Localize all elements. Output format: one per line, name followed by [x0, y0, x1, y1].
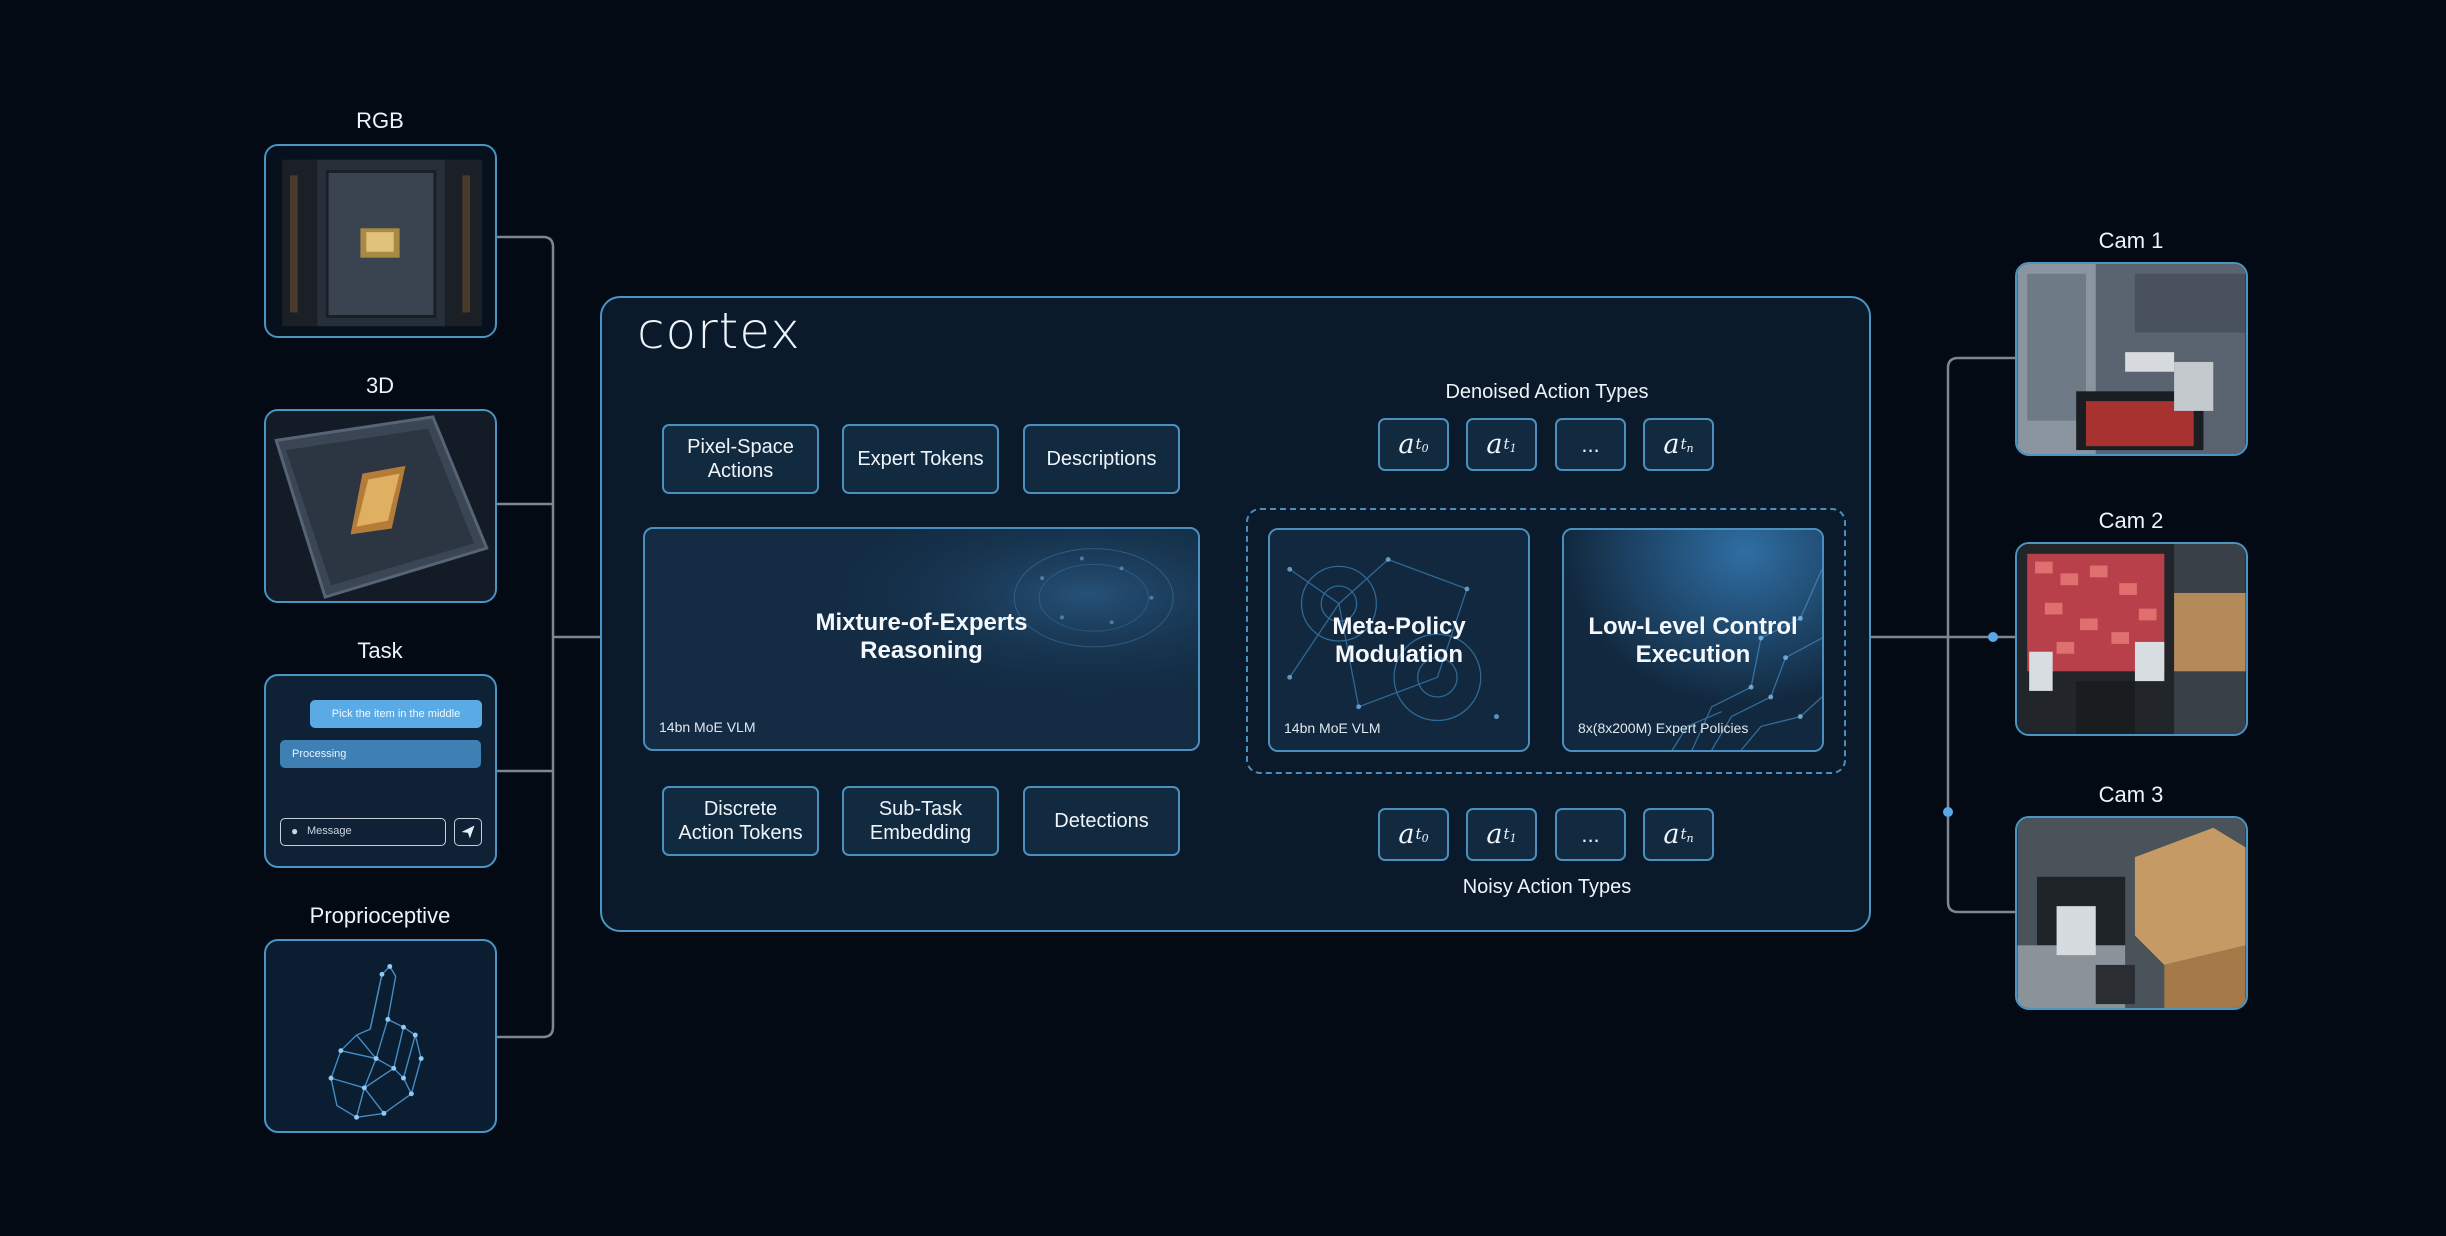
- meta-policy-title: Meta-Policy Modulation: [1332, 613, 1466, 668]
- cortex-logo: cortex: [637, 302, 801, 360]
- expert-tokens-box: Expert Tokens: [842, 424, 999, 494]
- descriptions-box: Descriptions: [1023, 424, 1180, 494]
- 3d-label: 3D: [365, 373, 395, 398]
- send-button[interactable]: [454, 818, 482, 846]
- proprioceptive-image: [264, 939, 497, 1133]
- rgb-image: [264, 144, 497, 338]
- noisy-action-types-label: Noisy Action Types: [1462, 876, 1632, 898]
- cam1-image: [2015, 262, 2248, 456]
- message-placeholder: Message: [307, 825, 352, 837]
- cam3-image: [2015, 816, 2248, 1010]
- chat-user-message: Pick the item in the middle: [310, 700, 482, 728]
- low-level-control-subtitle: 8x(8x200M) Expert Policies: [1578, 720, 1749, 736]
- 3d-image: [264, 409, 497, 603]
- gear-network-graphic: [1270, 530, 1528, 750]
- mixture-of-experts-box: Mixture-of-Experts Reasoning 14bn MoE VL…: [643, 527, 1200, 751]
- moe-title: Mixture-of-Experts Reasoning: [815, 609, 1028, 664]
- send-icon: [461, 825, 475, 839]
- task-chat-preview: Pick the item in the middle Processing ●…: [264, 674, 497, 868]
- action-expert-group: [1246, 508, 1846, 774]
- denoised-token-ellipsis: ...: [1555, 418, 1626, 471]
- task-label: Task: [357, 638, 403, 663]
- cam1-label: Cam 1: [2098, 228, 2164, 253]
- discrete-action-tokens-box: Discrete Action Tokens: [662, 786, 819, 856]
- meta-policy-modulation-box: Meta-Policy Modulation 14bn MoE VLM: [1268, 528, 1530, 752]
- message-input[interactable]: ● Message: [280, 818, 446, 846]
- microphone-icon[interactable]: ●: [291, 824, 299, 838]
- chat-status-message: Processing: [280, 740, 481, 768]
- detections-box: Detections: [1023, 786, 1180, 856]
- low-level-control-title: Low-Level Control Execution: [1588, 613, 1798, 668]
- circuit-graphic: [1564, 530, 1822, 750]
- proprioceptive-label: Proprioceptive: [309, 903, 451, 928]
- cam3-label: Cam 3: [2098, 782, 2164, 807]
- low-level-control-box: Low-Level Control Execution 8x(8x200M) E…: [1562, 528, 1824, 752]
- denoised-action-types-label: Denoised Action Types: [1445, 381, 1649, 403]
- noisy-token-ellipsis: ...: [1555, 808, 1626, 861]
- moe-subtitle: 14bn MoE VLM: [659, 719, 756, 735]
- pixel-space-actions-box: Pixel-Space Actions: [662, 424, 819, 494]
- rgb-label: RGB: [356, 108, 404, 133]
- brain-graphic: [645, 529, 1198, 749]
- meta-policy-subtitle: 14bn MoE VLM: [1284, 720, 1381, 736]
- cam2-label: Cam 2: [2098, 508, 2164, 533]
- sub-task-embedding-box: Sub-Task Embedding: [842, 786, 999, 856]
- cam2-image: [2015, 542, 2248, 736]
